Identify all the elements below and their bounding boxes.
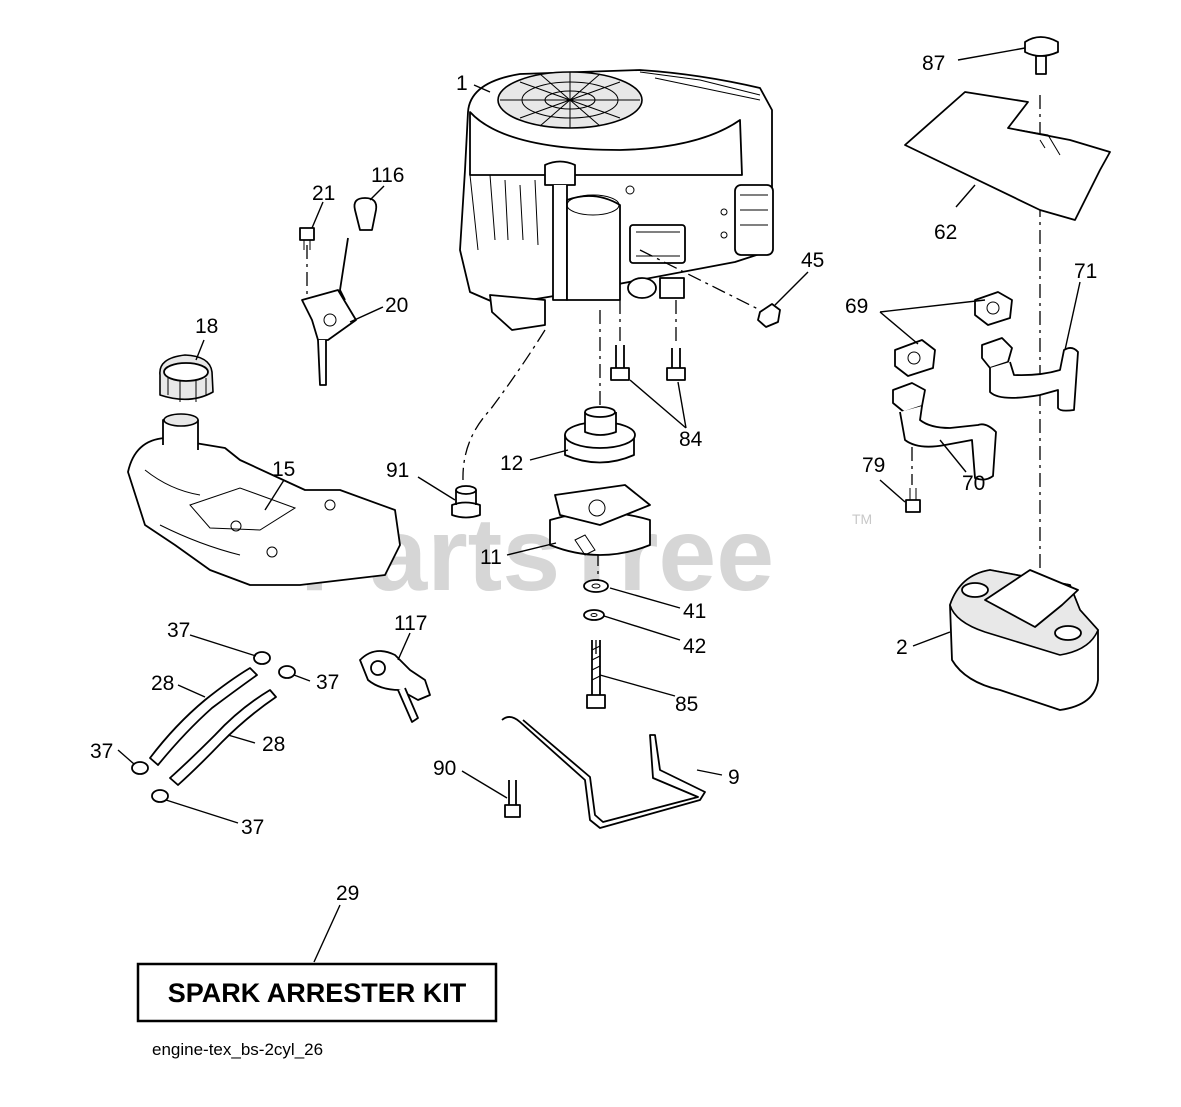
callout-18: 18 [195, 315, 218, 338]
callout-37-left: 37 [90, 740, 113, 763]
callout-91: 91 [386, 459, 409, 482]
washer-part-42 [583, 609, 605, 621]
callout-117: 117 [394, 612, 427, 635]
leader-lines [117, 47, 1081, 963]
callout-85: 85 [675, 693, 698, 716]
callout-84: 84 [679, 428, 703, 451]
fuel-line-path [462, 329, 546, 481]
bolt-part-79 [905, 488, 921, 513]
bolt-part-84 [610, 345, 686, 381]
callout-15: 15 [272, 458, 295, 481]
callout-87: 87 [922, 52, 945, 75]
callout-28-right: 28 [262, 733, 285, 756]
exhaust-pipe-part-70 [892, 382, 997, 481]
callout-79: 79 [862, 454, 885, 477]
knob-part-87 [1024, 36, 1059, 75]
callout-12: 12 [500, 452, 523, 475]
bushing-part-91 [451, 485, 481, 519]
screw-part-21 [299, 227, 315, 250]
engine-part-1 [459, 69, 774, 331]
exhaust-pipe-part-71 [981, 337, 1079, 412]
fuel-hose-part-28b [169, 689, 277, 786]
callout-42: 42 [683, 635, 706, 658]
bolt-part-85 [586, 640, 606, 709]
hose-clamp-part-37 [131, 651, 296, 803]
callout-20: 20 [385, 294, 408, 317]
washer-part-41 [583, 579, 609, 593]
bolt-axes-84 [619, 300, 677, 345]
callout-2: 2 [896, 636, 908, 659]
fuel-valve-part-117 [359, 650, 431, 723]
spark-arrester-kit-box: SPARK ARRESTER KIT [136, 962, 498, 1023]
fuel-hose-part-28a [149, 667, 258, 766]
callout-41: 41 [683, 600, 706, 623]
nut-part-45 [757, 303, 781, 328]
callout-29: 29 [336, 882, 359, 905]
callout-9: 9 [728, 766, 740, 789]
callout-69: 69 [845, 295, 868, 318]
bolt-part-90 [504, 780, 521, 818]
fuel-tank-part-15 [127, 413, 401, 586]
throttle-part-20 [301, 237, 357, 386]
callout-21: 21 [312, 182, 335, 205]
callout-45: 45 [801, 249, 824, 272]
muffler-part-2 [949, 569, 1099, 711]
callout-90: 90 [433, 757, 456, 780]
diagram-caption: engine-tex_bs-2cyl_26 [152, 1040, 323, 1059]
heat-shield-part-62 [904, 91, 1111, 221]
knob-part-116 [353, 197, 378, 231]
callout-71: 71 [1074, 260, 1097, 283]
rod-part-9 [501, 716, 706, 829]
callout-37-top: 37 [167, 619, 190, 642]
pulley-part-12 [564, 406, 636, 464]
callout-28-left: 28 [151, 672, 174, 695]
callout-62: 62 [934, 221, 957, 244]
fuel-cap-part-18 [159, 354, 214, 402]
callout-1: 1 [456, 72, 468, 95]
nut-axis-45 [639, 249, 761, 311]
spark-arrester-kit-label: SPARK ARRESTER KIT [168, 978, 467, 1008]
callout-116: 116 [371, 164, 404, 187]
callout-37-right: 37 [316, 671, 339, 694]
clutch-part-11 [549, 484, 651, 556]
callout-37-bottom: 37 [241, 816, 264, 839]
watermark-trademark: TM [852, 511, 872, 527]
callout-70: 70 [962, 472, 985, 495]
callout-11: 11 [480, 546, 502, 569]
